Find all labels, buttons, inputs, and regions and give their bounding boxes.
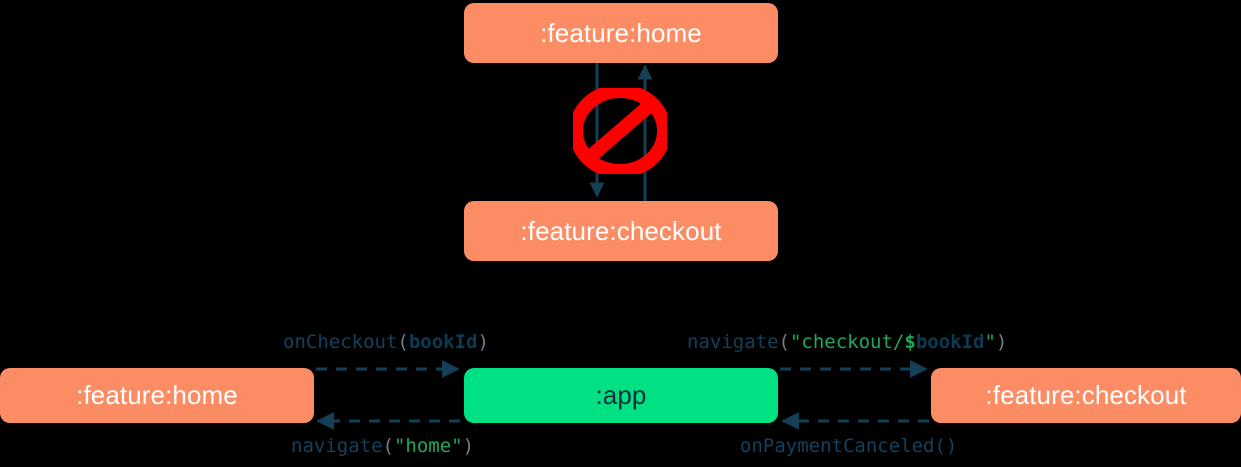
token-plain: onPaymentCanceled()	[740, 435, 958, 457]
token-fn: onCheckout	[283, 331, 398, 353]
token-paren: )	[477, 331, 489, 353]
token-paren: )	[462, 435, 475, 457]
token-fn: navigate	[291, 435, 383, 457]
edge-label-navigate-checkout: navigate("checkout/$bookId")	[687, 333, 1007, 352]
prohibited-icon	[573, 88, 667, 174]
token-paren: (	[397, 331, 409, 353]
token-param: bookId	[915, 331, 985, 353]
edge-label-on-payment-canceled: onPaymentCanceled()	[740, 437, 957, 456]
token-str: "	[984, 331, 996, 353]
token-paren: (	[778, 331, 790, 353]
token-str: "home"	[393, 435, 463, 457]
token-paren: )	[995, 331, 1008, 353]
token-str: "checkout/	[789, 331, 905, 353]
node-feature-home-top[interactable]: :feature:home	[464, 3, 778, 63]
token-dollar: $	[904, 331, 916, 353]
node-app-bottom[interactable]: :app	[464, 368, 778, 423]
token-param: bookId	[408, 331, 478, 353]
edge-label-on-checkout: onCheckout(bookId)	[283, 333, 489, 352]
token-paren: (	[382, 435, 394, 457]
node-feature-checkout-top[interactable]: :feature:checkout	[464, 201, 778, 261]
node-feature-checkout-bottom[interactable]: :feature:checkout	[931, 368, 1241, 423]
node-feature-home-bottom[interactable]: :feature:home	[0, 368, 314, 423]
token-fn: navigate	[687, 331, 779, 353]
edge-label-navigate-home: navigate("home")	[291, 437, 474, 456]
